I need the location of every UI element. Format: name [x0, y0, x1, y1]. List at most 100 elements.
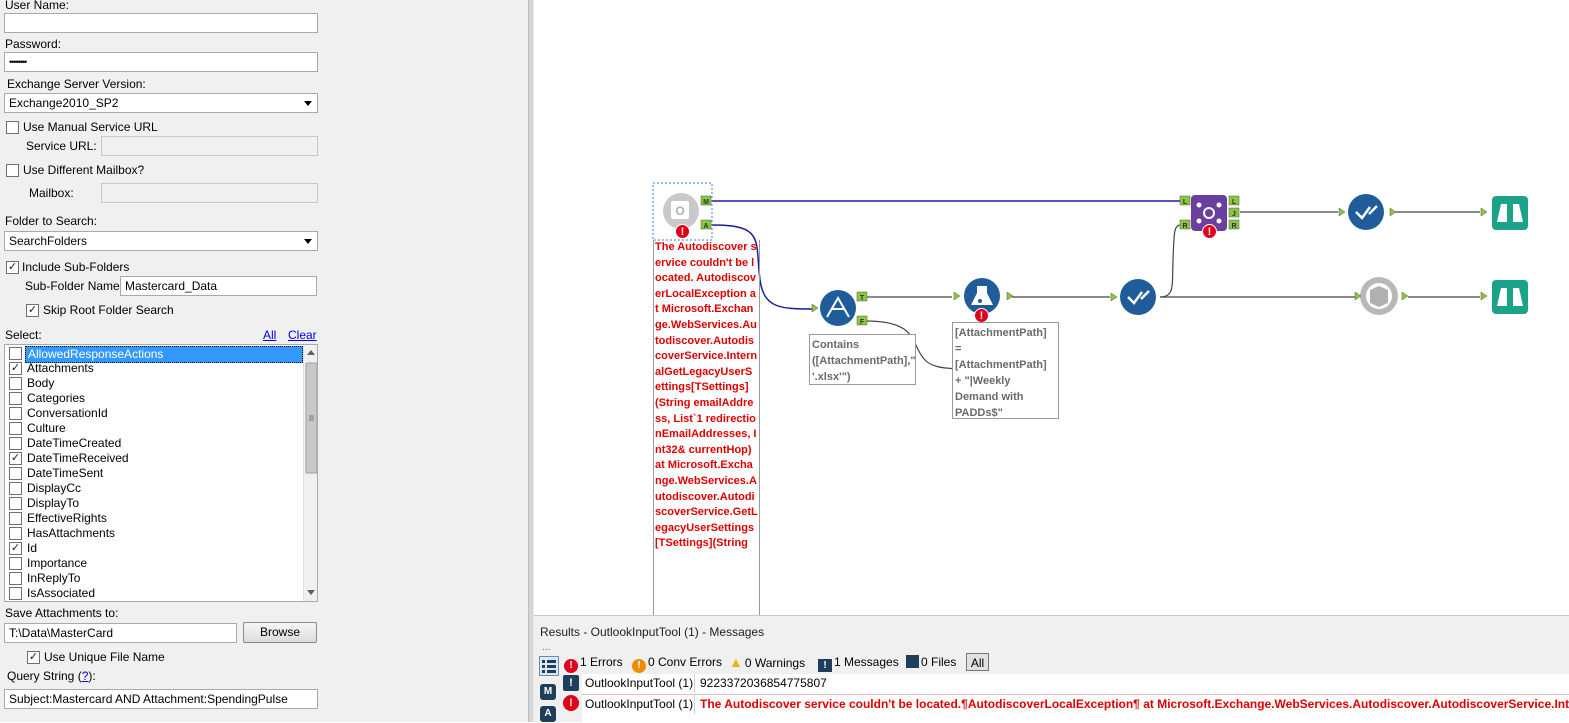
exchange-version-select[interactable]: Exchange2010_SP2 — [4, 93, 318, 113]
anchor-m-icon[interactable]: M — [540, 684, 556, 700]
exchange-version-label: Exchange Server Version: — [7, 77, 146, 91]
field-label: DateTimeCreated — [27, 436, 122, 450]
messages-view-icon[interactable] — [539, 656, 559, 676]
subfolder-name-label: Sub-Folder Name: — [25, 279, 124, 293]
field-checkbox[interactable] — [9, 572, 22, 585]
unique-filename-checkbox[interactable]: ✓ — [27, 651, 40, 664]
binoculars-glyph — [1497, 204, 1523, 222]
manual-url-label: Use Manual Service URL — [23, 120, 158, 134]
field-list-item[interactable]: DisplayCc — [7, 481, 303, 496]
field-checkbox[interactable] — [9, 497, 22, 510]
field-checkbox[interactable] — [9, 407, 22, 420]
field-checkbox[interactable] — [9, 557, 22, 570]
select-label: Select: — [5, 328, 42, 342]
skip-root-checkbox[interactable]: ✓ — [26, 304, 39, 317]
filter-annotation: Contains ([AttachmentPath]," '.xlsx'") — [809, 334, 916, 385]
field-checkbox[interactable] — [9, 392, 22, 405]
scroll-down-arrow-icon — [307, 590, 315, 595]
field-list-item[interactable]: ✓DateTimeReceived — [7, 451, 303, 466]
errors-filter[interactable]: !1 Errors — [564, 653, 623, 673]
all-filter-button[interactable]: All — [966, 653, 989, 671]
table-row[interactable]: OutlookInputTool (1) 9223372036854775807 — [582, 674, 1569, 693]
table-row[interactable]: OutlookInputTool (1) The Autodiscover se… — [582, 694, 1569, 714]
workflow-canvas[interactable]: O — [534, 0, 1569, 615]
field-checkbox[interactable] — [9, 587, 22, 600]
query-string-text: Query String — [7, 669, 75, 683]
subfolder-name-input[interactable]: Mastercard_Data — [120, 276, 317, 296]
conv-errors-filter[interactable]: !0 Conv Errors — [632, 653, 722, 673]
outlook-error-annotation: The Autodiscover service couldn't be loc… — [653, 240, 760, 615]
service-url-input[interactable] — [101, 136, 318, 156]
field-checkbox[interactable]: ✓ — [9, 452, 22, 465]
field-list-item[interactable]: InReplyTo — [7, 571, 303, 586]
svg-text:L: L — [1232, 199, 1237, 206]
configuration-panel: User Name: Password: •••••••• Exchange S… — [0, 0, 528, 722]
field-list-item[interactable]: ConversationId — [7, 406, 303, 421]
select-glyph — [1127, 290, 1150, 305]
browse-button[interactable]: Browse — [243, 622, 317, 643]
field-list-item[interactable]: Importance — [7, 556, 303, 571]
svg-text:L: L — [1183, 199, 1188, 206]
select-all-link[interactable]: All — [263, 328, 277, 342]
message-icon: ! — [818, 659, 832, 672]
manual-url-checkbox[interactable] — [6, 121, 19, 134]
row-message: The Autodiscover service couldn't be loc… — [700, 697, 1569, 711]
anchor-a-icon[interactable]: A — [540, 706, 556, 722]
scroll-up-arrow-icon — [307, 350, 315, 355]
field-list-item[interactable]: IsAssociated — [7, 586, 303, 601]
field-list-item[interactable]: Body — [7, 376, 303, 391]
row-tool-name: OutlookInputTool (1) — [582, 695, 695, 714]
unique-filename-label: Use Unique File Name — [44, 650, 165, 664]
error-icon: ! — [564, 659, 578, 673]
field-list-item[interactable]: ✓Id — [7, 541, 303, 556]
field-checkbox[interactable] — [9, 422, 22, 435]
field-list-item[interactable]: DisplayTo — [7, 496, 303, 511]
query-string-colon: : — [92, 669, 96, 683]
filter-glyph — [826, 296, 850, 318]
field-checkbox[interactable] — [9, 377, 22, 390]
field-list-item[interactable]: DateTimeCreated — [7, 436, 303, 451]
mailbox-input[interactable] — [101, 183, 318, 203]
folder-search-label: Folder to Search: — [5, 214, 98, 228]
files-filter[interactable]: 0 Files — [906, 653, 956, 671]
field-label: InReplyTo — [27, 571, 81, 585]
field-checkbox[interactable]: ✓ — [9, 542, 22, 555]
messages-filter[interactable]: !1 Messages — [818, 653, 899, 672]
warnings-filter[interactable]: ▲0 Warnings — [729, 654, 806, 670]
field-checkbox[interactable] — [9, 467, 22, 480]
svg-text:R: R — [1182, 223, 1187, 230]
browse-tool-2-icon — [1492, 280, 1528, 314]
field-checkbox[interactable] — [9, 437, 22, 450]
different-mailbox-checkbox[interactable] — [6, 164, 19, 177]
field-list-item[interactable]: AllowedResponseActions — [7, 346, 303, 363]
query-string-input[interactable]: Subject:Mastercard AND Attachment:Spendi… — [4, 689, 318, 709]
field-list-item[interactable]: EffectiveRights — [7, 511, 303, 526]
field-checkbox[interactable] — [9, 482, 22, 495]
field-checkbox[interactable]: ✓ — [9, 362, 22, 375]
select-clear-link[interactable]: Clear — [288, 328, 317, 342]
query-help-link[interactable]: ? — [81, 669, 89, 683]
field-list-item[interactable]: Categories — [7, 391, 303, 406]
field-checkbox[interactable] — [9, 512, 22, 525]
field-checkbox[interactable] — [9, 347, 22, 360]
folder-search-select[interactable]: SearchFolders — [4, 231, 318, 251]
username-input[interactable] — [4, 13, 318, 33]
list-view-icon — [542, 660, 556, 673]
exchange-version-value: Exchange2010_SP2 — [9, 96, 119, 110]
field-list-item[interactable]: DateTimeSent — [7, 466, 303, 481]
field-label: HasAttachments — [27, 526, 116, 540]
field-list-scrollbar[interactable] — [303, 345, 317, 601]
field-list-item[interactable]: HasAttachments — [7, 526, 303, 541]
field-list-item[interactable]: Culture — [7, 421, 303, 436]
svg-text:F: F — [860, 319, 865, 326]
panel-splitter[interactable] — [528, 0, 534, 722]
field-checkbox[interactable] — [9, 527, 22, 540]
field-list-item[interactable]: ✓Attachments — [7, 361, 303, 376]
different-mailbox-label: Use Different Mailbox? — [23, 163, 145, 177]
save-attachments-input[interactable]: T:\Data\MasterCard — [4, 623, 237, 643]
query-string-label: Query String (?): — [7, 669, 96, 683]
password-input[interactable]: •••••••• — [4, 52, 318, 72]
service-url-label: Service URL: — [26, 139, 97, 153]
include-subfolders-checkbox[interactable]: ✓ — [6, 261, 19, 274]
